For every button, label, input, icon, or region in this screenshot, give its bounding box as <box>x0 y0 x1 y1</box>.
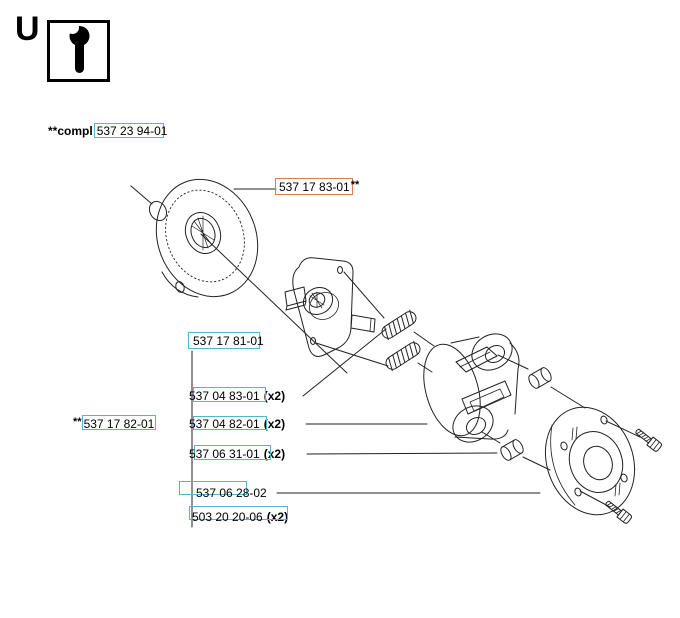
highlight-box <box>93 123 164 138</box>
highlight-box <box>275 178 353 195</box>
section-letter: U <box>15 10 40 48</box>
part-label-537-06-31-01: 537 06 31-01(x2) <box>189 445 286 461</box>
screw-2 <box>603 498 634 525</box>
wrench-icon <box>66 21 90 73</box>
part-number-link[interactable]: 537 17 81-01 <box>188 332 264 349</box>
damper-1 <box>526 365 554 391</box>
part-label-537-06-28-02: 537 06 28-02 <box>196 486 267 500</box>
part-number-link[interactable]: 537 23 94-01 <box>93 123 167 138</box>
empty-highlight-box <box>179 481 247 495</box>
part-qty: (x2) <box>266 510 289 524</box>
highlight-box <box>81 415 156 430</box>
part-qty: (x2) <box>263 447 286 461</box>
part-number-link[interactable]: 537 17 83-01 <box>275 178 353 195</box>
clutch-hub-body <box>423 333 520 443</box>
highlight-box <box>188 332 260 349</box>
part-number-link[interactable]: 537 04 82-01 <box>189 416 267 431</box>
drive-disc-cover <box>130 178 259 298</box>
screw-1 <box>633 426 664 453</box>
part-number-link[interactable]: 537 04 83-01 <box>189 387 266 403</box>
carrier-plate <box>284 257 376 357</box>
tool-symbol-box <box>47 20 110 82</box>
part-label-537-17-82-01: **537 17 82-01 <box>72 415 156 432</box>
spring-1 <box>379 308 419 342</box>
spring-2 <box>383 339 423 373</box>
highlight-box <box>193 416 267 430</box>
part-label-537-04-83-01: 537 04 83-01(x2) <box>189 387 286 403</box>
highlight-box <box>194 445 271 460</box>
highlight-box <box>193 387 266 402</box>
compl-prefix: **compl <box>48 124 93 138</box>
stars-marker: ** <box>350 179 360 191</box>
part-label-537-17-81-01: 537 17 81-01 <box>188 332 264 349</box>
part-label-537-17-83-01: 537 17 83-01** <box>275 178 360 195</box>
support-flange <box>544 406 636 516</box>
stars-marker: ** <box>73 416 82 428</box>
damper-2 <box>498 437 526 463</box>
part-qty: (x2) <box>263 389 286 403</box>
part-number-link[interactable]: 537 06 28-02 <box>196 486 267 500</box>
part-number-link[interactable]: 537 17 82-01 <box>81 415 156 431</box>
highlight-box <box>189 506 288 520</box>
part-number-link[interactable]: 537 06 31-01 <box>189 445 271 461</box>
part-qty: (x2) <box>263 417 286 431</box>
part-number-link[interactable]: 503 20 20-06 <box>189 506 288 524</box>
part-label-537-04-82-01: 537 04 82-01(x2) <box>189 416 286 431</box>
part-label-503-20-20-06: 503 20 20-06(x2) <box>189 506 289 524</box>
